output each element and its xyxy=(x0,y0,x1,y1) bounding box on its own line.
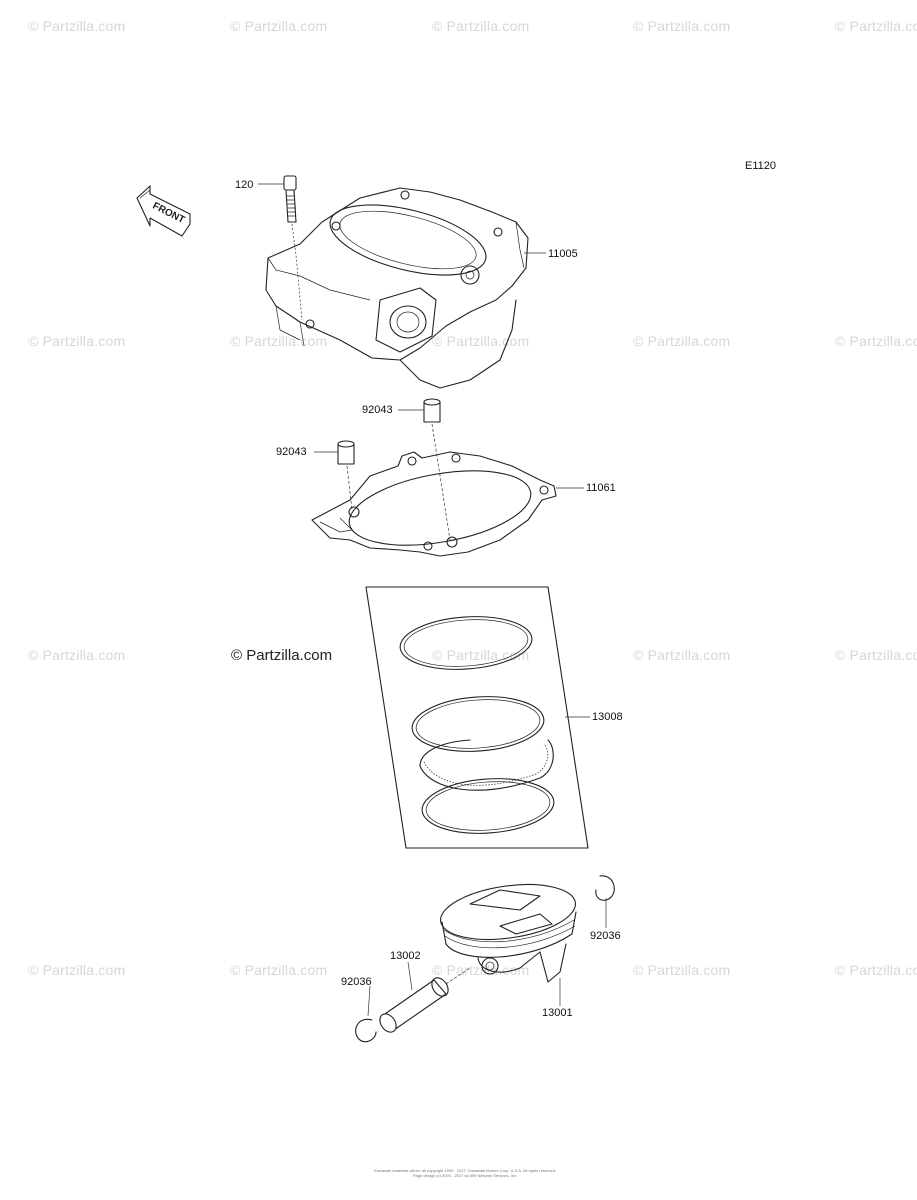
part-label-13008[interactable]: 13008 xyxy=(592,711,623,723)
part-label-92043-lower[interactable]: 92043 xyxy=(276,446,307,458)
watermark: © Partzilla.com xyxy=(230,962,328,978)
watermark: © Partzilla.com xyxy=(28,18,126,34)
part-label-11005[interactable]: 11005 xyxy=(548,248,578,260)
piston-13001-part xyxy=(440,884,577,983)
copyright-mark: © Partzilla.com xyxy=(231,647,333,664)
footer-copyright: Kawasaki materials within: all copyright… xyxy=(300,1168,630,1178)
watermark: © Partzilla.com xyxy=(633,647,731,663)
watermark: © Partzilla.com xyxy=(835,333,917,349)
piston-ring-set-13008-part xyxy=(365,586,589,849)
footer-line-1: Kawasaki materials within: all copyright… xyxy=(373,1168,557,1173)
watermark: © Partzilla.com xyxy=(28,962,126,978)
watermark: © Partzilla.com xyxy=(432,18,530,34)
diagram-code-label: E1120 xyxy=(745,160,776,172)
watermark: © Partzilla.com xyxy=(230,333,328,349)
front-direction-arrow: FRONT xyxy=(136,185,191,237)
circlip-92036-left-part xyxy=(355,1018,377,1043)
part-label-92036-right[interactable]: 92036 xyxy=(590,930,621,942)
watermark: © Partzilla.com xyxy=(633,962,731,978)
leader-lines xyxy=(258,183,607,1017)
circlip-92036-right-part xyxy=(595,875,615,901)
part-label-92036-left[interactable]: 92036 xyxy=(341,976,372,988)
watermark: © Partzilla.com xyxy=(28,647,126,663)
dowel-pin-92043-lower xyxy=(337,440,355,511)
watermark: © Partzilla.com xyxy=(28,333,126,349)
part-label-13002[interactable]: 13002 xyxy=(390,950,421,962)
watermark: © Partzilla.com xyxy=(835,647,917,663)
dowel-pin-92043-upper xyxy=(423,398,451,541)
front-arrow-label: FRONT xyxy=(151,201,187,226)
part-label-92043-upper[interactable]: 92043 xyxy=(362,404,393,416)
bolt-120-part xyxy=(283,175,303,321)
watermark: © Partzilla.com xyxy=(633,333,731,349)
cylinder-11005-part xyxy=(265,187,529,389)
footer-line-2: Page design (c) 2003 - 2017 by ARI Netwo… xyxy=(412,1173,518,1178)
piston-pin-13002-part xyxy=(379,967,471,1033)
watermark: © Partzilla.com xyxy=(230,18,328,34)
watermark: © Partzilla.com xyxy=(835,962,917,978)
part-label-13001[interactable]: 13001 xyxy=(542,1007,573,1019)
watermark: © Partzilla.com xyxy=(432,647,530,663)
part-label-120[interactable]: 120 xyxy=(235,179,254,191)
part-label-11061[interactable]: 11061 xyxy=(586,482,616,494)
watermark: © Partzilla.com xyxy=(633,18,731,34)
watermark: © Partzilla.com xyxy=(835,18,917,34)
watermark: © Partzilla.com xyxy=(432,962,530,978)
watermark: © Partzilla.com xyxy=(432,333,530,349)
gasket-11061-part xyxy=(311,451,557,557)
